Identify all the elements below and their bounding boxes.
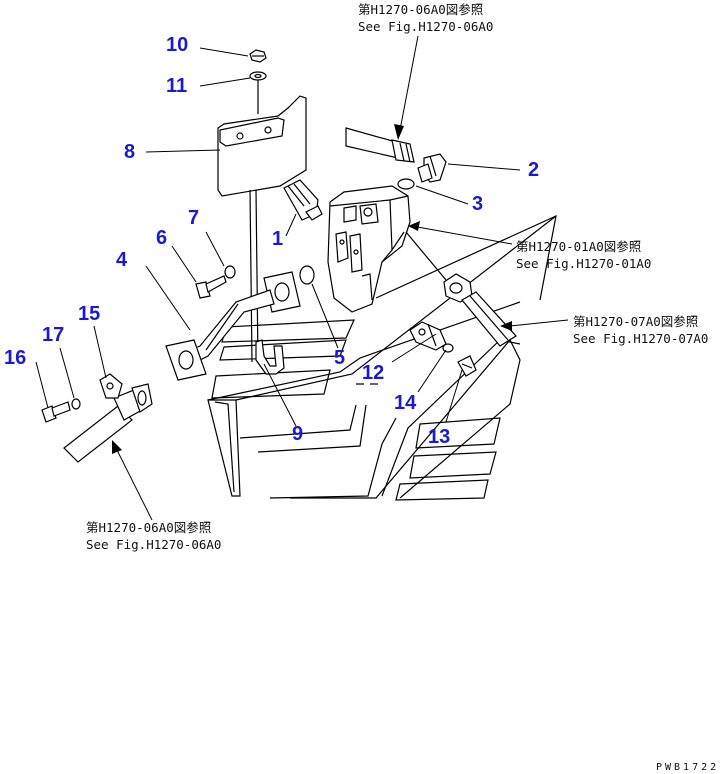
callout-7: 7: [188, 207, 199, 229]
callout-17: 17: [42, 324, 64, 346]
callout-14: 14: [394, 392, 417, 414]
hose-right: [405, 231, 517, 347]
callout-4: 4: [116, 249, 128, 271]
callout-1: 1: [272, 228, 283, 250]
ref-right-upper-line2: See Fig.H1270-01A0: [516, 256, 651, 271]
ref-bottom-line1: 第H1270-06A0図参照: [86, 520, 211, 535]
washer-part-17: [71, 398, 81, 410]
callout-11: 11: [166, 75, 187, 97]
hose-top: [345, 127, 415, 163]
ref-top-line1: 第H1270-06A0図参照: [358, 2, 483, 17]
uclamp-part-9: [255, 339, 285, 375]
callout-8: 8: [124, 141, 135, 163]
washer-part-14: [442, 343, 454, 353]
leader-lines: [35, 35, 569, 521]
clamp-part-12: [409, 321, 447, 351]
ref-right-upper-line1: 第H1270-01A0図参照: [516, 239, 641, 254]
oring-part-3: [397, 178, 415, 190]
valve-block: [327, 185, 411, 313]
callout-13: 13: [428, 426, 450, 448]
clamp-part-15: [99, 373, 123, 399]
callout-5: 5: [334, 347, 345, 369]
nut-part-10: [249, 49, 267, 63]
washer-part-11: [249, 71, 267, 114]
pipe-part-4: [165, 271, 301, 381]
callout-15: 15: [78, 303, 100, 325]
callout-9: 9: [292, 423, 303, 445]
bolt-part-16: [41, 401, 71, 423]
bolt-part-13: [457, 355, 477, 377]
ref-bottom-line2: See Fig.H1270-06A0: [86, 537, 221, 552]
callout-numbers: 1 2 3 4 5 6 7 8 9 10 11 12 13 14 15 16 1…: [4, 34, 539, 448]
washer-part-7: [224, 265, 236, 279]
callout-2: 2: [528, 159, 539, 181]
callout-16: 16: [4, 347, 26, 369]
ref-right-lower-line1: 第H1270-07A0図参照: [573, 314, 698, 329]
callout-6: 6: [156, 227, 167, 249]
callout-12: 12: [362, 362, 384, 384]
ref-top-line2: See Fig.H1270-06A0: [358, 19, 493, 34]
ref-right-lower-line2: See Fig.H1270-07A0: [573, 331, 708, 346]
reference-arrowheads: [112, 124, 512, 454]
elbow-part-2: [417, 153, 447, 183]
callout-3: 3: [472, 193, 483, 215]
callout-10: 10: [166, 34, 188, 56]
hose-left: [63, 383, 153, 463]
switch-part-1: [283, 179, 323, 221]
drawing-code: PWB1722: [656, 762, 719, 773]
bolt-part-6: [195, 275, 227, 299]
bracket-part-8: [217, 95, 307, 363]
oring-part-5: [299, 265, 315, 285]
floor-outline: [207, 214, 557, 501]
